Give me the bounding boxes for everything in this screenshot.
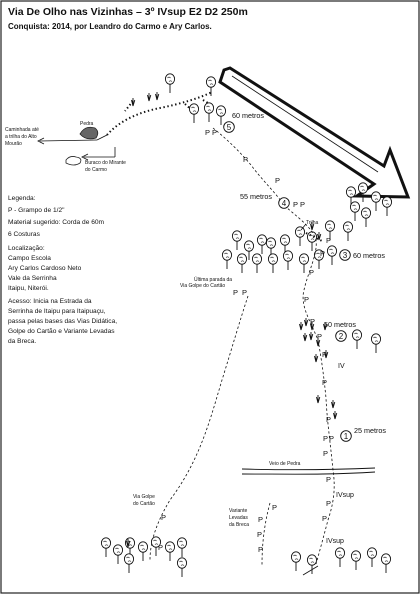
label-variante-2: Levadas bbox=[229, 515, 248, 521]
svg-text:5: 5 bbox=[227, 123, 232, 132]
grade-label: IVsup bbox=[326, 538, 344, 545]
label-pedra: Pedra bbox=[80, 121, 94, 127]
label-via-golpe-1: Via Golpe bbox=[133, 494, 155, 500]
acesso-line-3: passa pelas bases das Vias Didática, bbox=[8, 318, 117, 325]
upper-trees bbox=[131, 73, 227, 126]
stations: 5 60 metros 4 55 metros 3 60 metros 2 50… bbox=[223, 111, 386, 442]
label-variante-1: Variante bbox=[229, 508, 247, 514]
bolt-marker: P bbox=[326, 236, 331, 245]
station-2-distance: 50 metros bbox=[324, 320, 356, 329]
bolt-marker: P bbox=[161, 513, 166, 522]
legend-title: Legenda: bbox=[8, 195, 36, 202]
trilha-path bbox=[300, 223, 323, 242]
bolt-marker: P bbox=[310, 317, 315, 326]
bolt-marker: P bbox=[317, 332, 322, 341]
legend-block: Legenda: P - Grampo de 1/2" Material sug… bbox=[8, 195, 117, 345]
pedra-rock bbox=[79, 126, 99, 140]
station-3: 3 bbox=[339, 249, 351, 261]
label-veio: Veio de Pedra bbox=[269, 461, 301, 467]
bolt-marker: P bbox=[212, 128, 217, 137]
legend-bolt: P - Grampo de 1/2" bbox=[8, 207, 65, 214]
loc-line-1: Campo Escola bbox=[8, 255, 51, 262]
station-5: 5 bbox=[223, 121, 235, 133]
bolt-marker: P bbox=[242, 288, 247, 297]
bottom-left-trees bbox=[100, 536, 188, 578]
bottom-right-trees bbox=[290, 547, 392, 576]
label-ultima-2: Via Golpe do Cartão bbox=[180, 283, 225, 289]
svg-text:1: 1 bbox=[344, 432, 349, 441]
bolt-marker: P bbox=[329, 434, 334, 443]
bolt-marker: P bbox=[309, 268, 314, 277]
bolt-marker: P bbox=[326, 499, 331, 508]
station-4-distance: 55 metros bbox=[240, 192, 272, 201]
label-ultima-1: Última parada da bbox=[194, 276, 232, 283]
localizacao-title: Localização: bbox=[8, 245, 45, 252]
bolt-marker: P bbox=[257, 530, 262, 539]
loc-line-2: Ary Carlos Cardoso Neto bbox=[8, 265, 82, 272]
veio-de-pedra bbox=[241, 467, 376, 475]
bolt-marker: P bbox=[243, 155, 248, 164]
direction-arrow bbox=[218, 66, 411, 199]
svg-text:3: 3 bbox=[343, 251, 348, 260]
buraco-shape bbox=[65, 156, 82, 166]
svg-text:4: 4 bbox=[282, 199, 287, 208]
label-buraco-1: Buraco do Mirante bbox=[85, 160, 126, 166]
label-variante-3: da Breca bbox=[229, 522, 249, 528]
bolt-marker: P bbox=[304, 295, 309, 304]
variante-line bbox=[261, 502, 271, 566]
upper-trail bbox=[37, 91, 214, 161]
station-1-distance: 25 metros bbox=[354, 426, 386, 435]
bolt-marker: P bbox=[258, 545, 263, 554]
loc-line-3: Vale da Serrinha bbox=[8, 275, 57, 282]
station-2: 2 bbox=[335, 330, 347, 342]
bolt-marker: P bbox=[158, 543, 163, 552]
bolt-marker: P bbox=[275, 176, 280, 185]
page-subtitle: Conquista: 2014, por Leandro do Carmo e … bbox=[8, 22, 212, 31]
bolt-marker: P bbox=[322, 378, 327, 387]
label-via-golpe-2: do Cartão bbox=[133, 501, 155, 507]
grade-label: IV bbox=[338, 363, 345, 370]
station-1: 1 bbox=[340, 430, 352, 442]
page-title: Via De Olho nas Vizinhas – 3º IVsup E2 D… bbox=[8, 6, 248, 18]
bolt-marker: P bbox=[233, 288, 238, 297]
acesso-line-2: Serrinha de Itaipu para Itaipuaçu, bbox=[8, 308, 106, 315]
label-caminhada-1: Caminhada até bbox=[5, 127, 39, 133]
acesso-line-4: Golpe do Cartão e Variante Levadas bbox=[8, 328, 115, 335]
bolt-marker: P bbox=[323, 449, 328, 458]
bolt-marker: P bbox=[322, 350, 327, 359]
label-buraco-2: do Carmo bbox=[85, 167, 107, 173]
legend-costuras: 6 Costuras bbox=[8, 231, 41, 238]
acesso-line-5: da Breca. bbox=[8, 338, 36, 345]
acesso-line-1: Acesso: Inicia na Estrada da bbox=[8, 298, 92, 305]
bolt-marker: P bbox=[323, 434, 328, 443]
label-caminhada-2: a trilha do Alto bbox=[5, 134, 37, 140]
route-bolts: P P P P P P P P P P P P P P P P P P P P … bbox=[158, 128, 334, 554]
station-4: 4 bbox=[278, 197, 290, 209]
svg-text:2: 2 bbox=[339, 332, 344, 341]
route-line bbox=[212, 127, 335, 565]
legend-material: Material sugerido: Corda de 60m bbox=[8, 219, 105, 226]
grade-label: IVsup bbox=[336, 492, 354, 499]
loc-line-4: Itaipu, Niterói. bbox=[8, 285, 49, 292]
station-3-distance: 60 metros bbox=[353, 251, 385, 260]
station2-trees bbox=[351, 329, 382, 354]
label-caminhada-3: Mourão bbox=[5, 141, 22, 147]
bolt-marker: P bbox=[272, 503, 277, 512]
via-golpe-line bbox=[149, 295, 249, 561]
bolt-marker: P bbox=[300, 200, 305, 209]
bolt-marker: P bbox=[293, 200, 298, 209]
bolt-marker: P bbox=[326, 415, 331, 424]
bolt-marker: P bbox=[326, 475, 331, 484]
bolt-marker: P bbox=[258, 515, 263, 524]
bolt-marker: P bbox=[320, 249, 325, 258]
bolt-marker: P bbox=[205, 128, 210, 137]
station-5-distance: 60 metros bbox=[232, 111, 264, 120]
bolt-marker: P bbox=[322, 514, 327, 523]
